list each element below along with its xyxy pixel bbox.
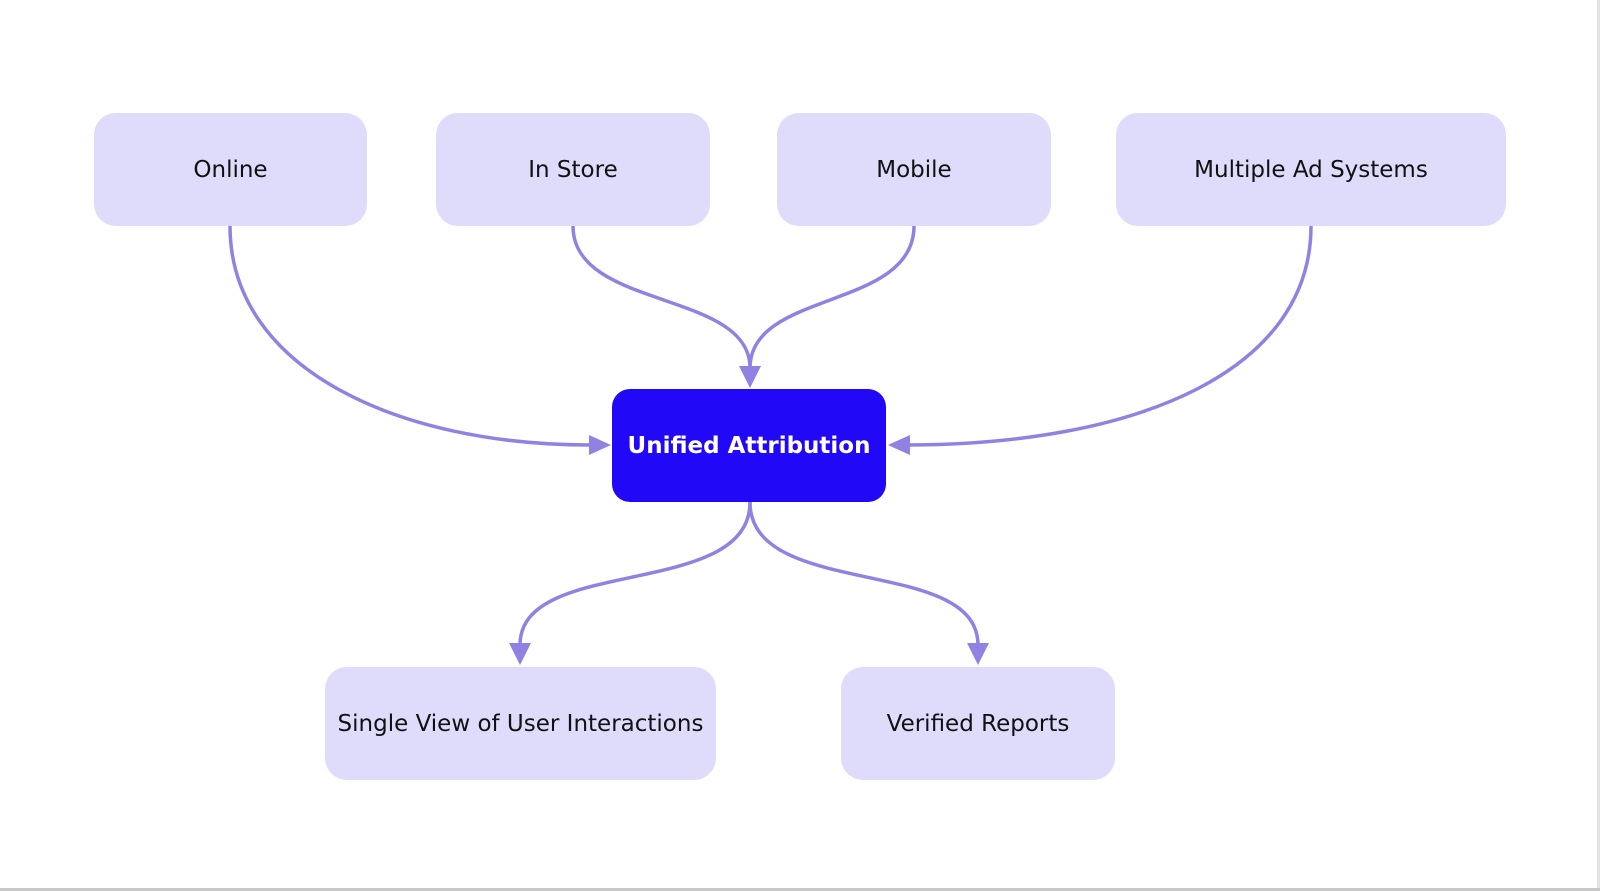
node-unified-attribution: Unified Attribution	[612, 389, 886, 502]
frame-bottom-edge	[0, 888, 1600, 891]
edge-unified-attribution-to-single-view	[518, 501, 752, 646]
arrowhead-into-hub-right	[888, 435, 910, 455]
arrowhead-into-single-view	[509, 643, 531, 665]
arrowhead-into-verified-reports	[967, 643, 989, 665]
node-multiple-ad-systems-label: Multiple Ad Systems	[1194, 156, 1428, 183]
edge-multiple-ad-systems-to-unified-attribution	[904, 225, 1313, 447]
node-verified-reports: Verified Reports	[841, 667, 1115, 780]
node-mobile-label: Mobile	[876, 156, 952, 183]
node-in-store: In Store	[436, 113, 710, 226]
node-multiple-ad-systems: Multiple Ad Systems	[1116, 113, 1506, 226]
node-unified-attribution-label: Unified Attribution	[627, 432, 871, 459]
edge-online-to-unified-attribution	[228, 225, 591, 447]
node-single-view: Single View of User Interactions	[325, 667, 716, 780]
arrowhead-into-hub-left	[589, 435, 611, 455]
edge-mobile-to-unified-attribution	[748, 225, 916, 369]
node-online-label: Online	[193, 156, 268, 183]
node-online: Online	[94, 113, 367, 226]
arrowhead-into-hub-top	[739, 366, 761, 388]
edge-unified-attribution-to-verified-reports	[748, 501, 980, 646]
node-in-store-label: In Store	[528, 156, 618, 183]
frame-right-edge	[1597, 0, 1600, 891]
node-mobile: Mobile	[777, 113, 1051, 226]
node-single-view-label: Single View of User Interactions	[337, 710, 704, 737]
node-verified-reports-label: Verified Reports	[886, 710, 1070, 737]
edge-in-store-to-unified-attribution	[571, 225, 752, 369]
